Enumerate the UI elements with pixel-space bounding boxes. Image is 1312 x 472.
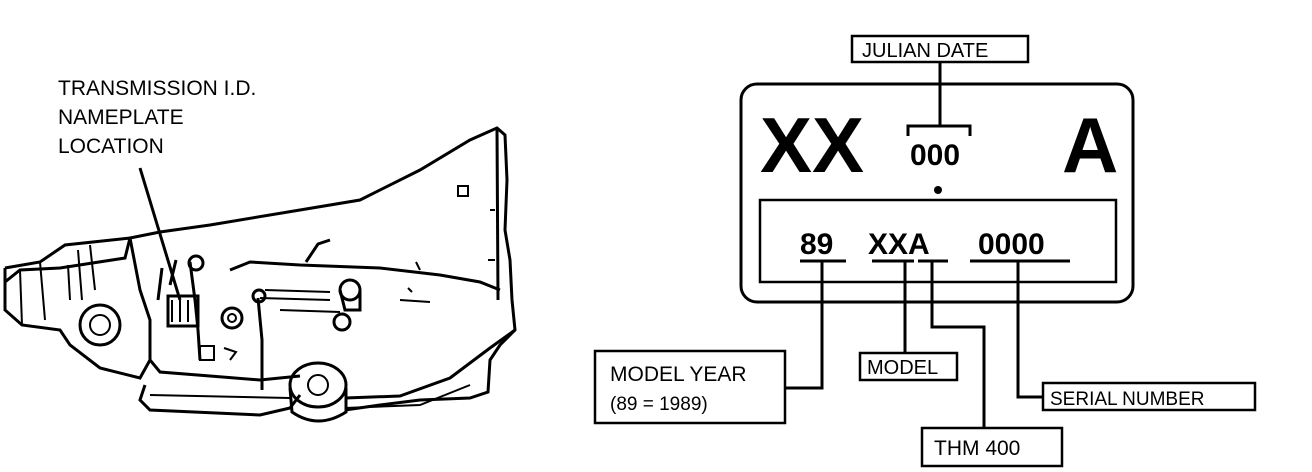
label-model: MODEL bbox=[858, 351, 959, 382]
thm-text: THM 400 bbox=[934, 437, 1020, 460]
label-serial-number: SERIAL NUMBER bbox=[1041, 381, 1257, 412]
plate-model-code: XXA bbox=[868, 228, 930, 261]
plate-top-right-code: A bbox=[1062, 101, 1118, 189]
callout-line-1: TRANSMISSION I.D. bbox=[58, 77, 256, 100]
plate-year-code: 89 bbox=[800, 228, 833, 261]
callout-line-2: NAMEPLATE bbox=[58, 106, 184, 129]
label-model-year: MODEL YEAR (89 = 1989) bbox=[593, 349, 787, 425]
serial-number-text: SERIAL NUMBER bbox=[1050, 389, 1205, 410]
id-plate: XX 000 A 89 XXA 0000 bbox=[739, 82, 1135, 304]
leader-lines bbox=[784, 60, 1045, 428]
plate-julian-digits: 000 bbox=[910, 139, 960, 172]
model-year-text: MODEL YEAR bbox=[610, 363, 747, 386]
model-year-example-text: (89 = 1989) bbox=[610, 394, 708, 415]
transmission-illustration bbox=[3, 126, 517, 423]
model-text: MODEL bbox=[867, 357, 938, 379]
plate-top-left-code: XX bbox=[760, 101, 864, 189]
plate-dot bbox=[934, 186, 942, 194]
label-thm: THM 400 bbox=[920, 426, 1064, 468]
julian-date-text: JULIAN DATE bbox=[862, 40, 988, 62]
plate-inner-panel bbox=[758, 198, 1118, 284]
callout-line-3: LOCATION bbox=[58, 135, 164, 158]
nameplate-pointer-line bbox=[138, 167, 182, 301]
transmission-id-callout: TRANSMISSION I.D. NAMEPLATE LOCATION bbox=[58, 77, 256, 158]
plate-serial-code: 0000 bbox=[978, 228, 1045, 261]
label-julian-date: JULIAN DATE bbox=[850, 34, 1030, 64]
